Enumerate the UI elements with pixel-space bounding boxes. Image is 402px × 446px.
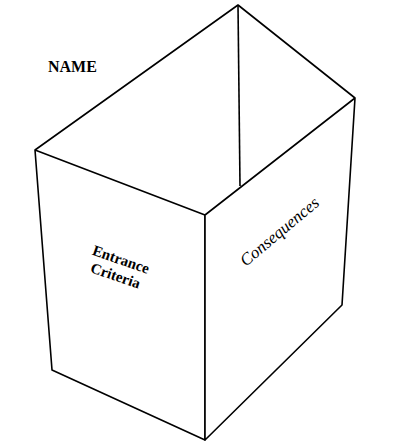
- box-back-rim: [35, 5, 355, 150]
- box-inner-corner: [238, 5, 240, 186]
- box-side-face: [205, 98, 355, 440]
- box-front-face: [35, 150, 205, 440]
- box-name-label: NAME: [48, 58, 97, 76]
